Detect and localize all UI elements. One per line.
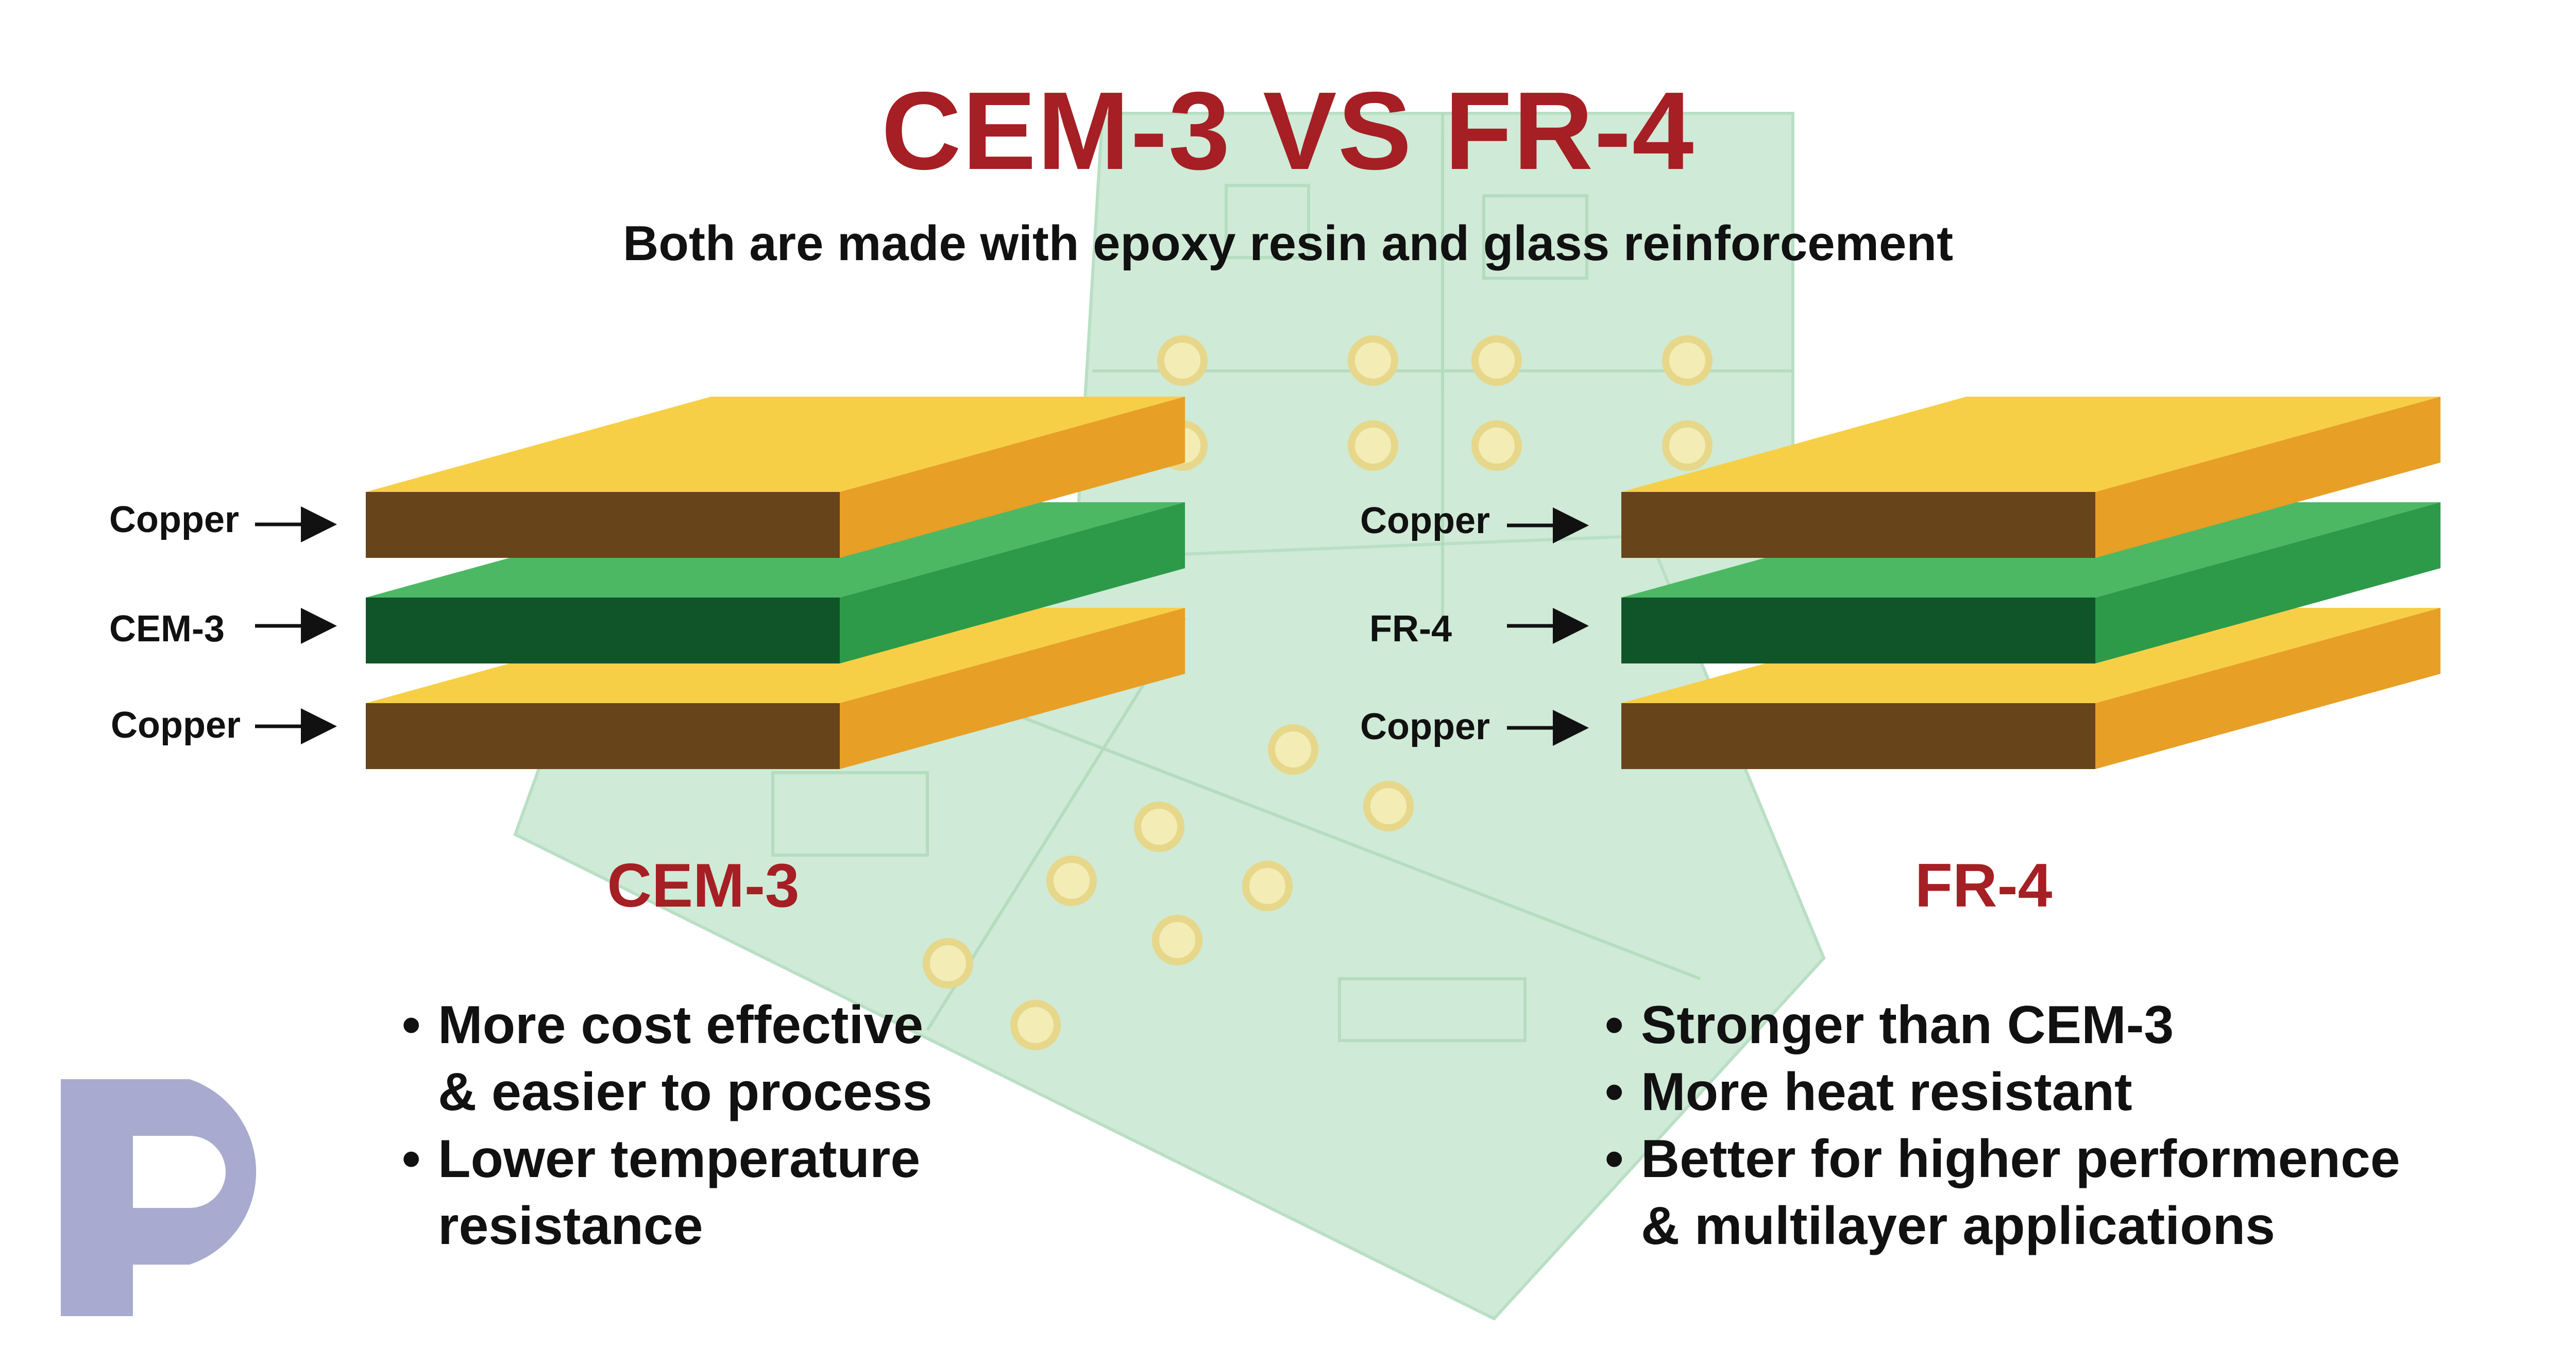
bullet-line: Lower temperature [438,1129,921,1189]
company-logo-p-icon [61,1079,257,1316]
bullet-line: More heat resistant [1641,1062,2132,1122]
copper-layer-top-side-face [2095,397,2441,558]
cem3-layer-stack [366,397,1185,769]
bullet-line: Better for higher performence [1641,1129,2400,1189]
cem3-label-arrows [255,506,337,744]
bullet-line: More cost effective [438,995,924,1055]
copper-layer-top-side-face [840,397,1185,558]
copper-layer-top-front-face [366,492,840,558]
laminate-layer-side-face [2095,502,2441,663]
list-item: • Better for higher performence & multil… [1600,1126,2400,1259]
fr4-bullet-list: • Stronger than CEM-3 • More heat resist… [1600,992,2400,1259]
fr4-label-arrows [1507,507,1589,746]
copper-layer-top-top-face [1621,397,2441,492]
left-layer-label-copper-bottom: Copper [111,705,241,746]
bullet-line: Stronger than CEM-3 [1641,995,2174,1055]
bullet-line: resistance [438,1196,703,1256]
laminate-layer-front-face [1621,598,2095,663]
copper-layer-top-front-face [1621,492,2095,558]
list-item: • More heat resistant [1600,1059,2400,1126]
fr4-heading: FR-4 [1914,851,2053,920]
cem3-heading: CEM-3 [607,851,800,920]
page-title: CEM-3 VS FR-4 [881,69,1695,193]
list-item: • More cost effective & easier to proces… [397,992,933,1126]
copper-layer-bottom-side-face [840,608,1185,769]
right-layer-label-copper-bottom: Copper [1360,706,1490,747]
laminate-layer-side-face [840,502,1185,663]
left-layer-label-cem3: CEM-3 [109,608,225,650]
copper-layer-top-top-face [366,397,1185,492]
copper-layer-bottom-front-face [1621,703,2095,769]
page-subtitle: Both are made with epoxy resin and glass… [622,216,1954,271]
fr4-layer-stack [1621,397,2441,769]
cem3-bullet-list: • More cost effective & easier to proces… [397,992,933,1259]
copper-layer-bottom-front-face [366,703,840,769]
list-item: • Stronger than CEM-3 [1600,992,2400,1059]
bullet-line: & multilayer applications [1641,1196,2275,1256]
list-item: • Lower temperature resistance [397,1126,933,1259]
right-layer-label-copper-top: Copper [1360,500,1490,541]
bullet-line: & easier to process [438,1062,933,1122]
right-layer-label-fr4: FR-4 [1369,608,1452,650]
laminate-layer-front-face [366,598,840,663]
left-layer-label-copper-top: Copper [109,499,239,540]
copper-layer-bottom-side-face [2095,608,2441,769]
